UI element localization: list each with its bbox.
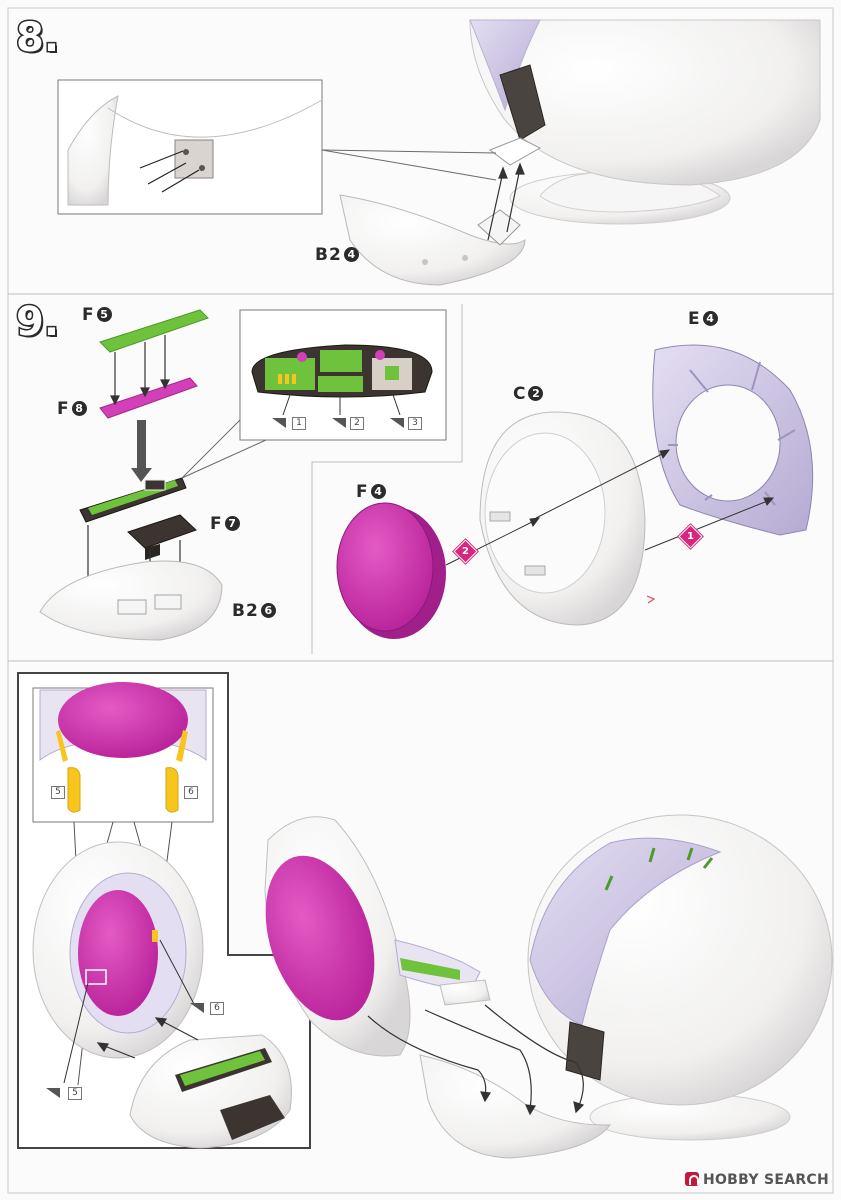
step10-left-console	[129, 1034, 292, 1149]
separator-step9-split	[311, 304, 463, 654]
part-e4-frame	[652, 344, 814, 536]
step10-decal-pointers	[46, 939, 204, 1098]
part-f5-plate	[99, 309, 209, 353]
step8-mount-bracket	[488, 64, 546, 166]
page-border	[7, 7, 834, 1194]
part-f4-disc	[336, 502, 446, 639]
step8-detail-callout	[57, 79, 497, 215]
decal-number-2: 2	[350, 417, 364, 430]
part-b26-shell	[39, 560, 223, 641]
decal-number-1: 1	[292, 417, 306, 430]
step10-middle-pod	[264, 816, 491, 1057]
step-number-9: 9.	[14, 299, 60, 345]
decal-number-5-inset: 5	[51, 786, 65, 799]
step9-big-arrow	[131, 420, 152, 482]
decal-number-6: 6	[210, 1002, 224, 1015]
hobby-search-logo-icon	[684, 1172, 699, 1186]
step8-lower-shell	[339, 194, 526, 286]
part-c2-ring	[479, 411, 646, 626]
step10-right-sphere	[527, 814, 833, 1141]
part-f8-plate	[99, 377, 198, 419]
decal-number-3: 3	[408, 417, 422, 430]
step9-decal-callout	[181, 309, 447, 479]
decal-number-5: 5	[68, 1087, 82, 1100]
step10-left-arrows	[96, 1017, 199, 1059]
step8-sphere	[469, 19, 821, 225]
step10-left-pod	[32, 841, 204, 1059]
assembled-console-panel	[79, 477, 187, 523]
decal-number-6-inset: 6	[184, 786, 198, 799]
step9-small-arrows	[110, 335, 170, 406]
part-f7-block	[127, 514, 197, 560]
step-number-8: 8.	[14, 15, 60, 61]
step10-lower-shell	[419, 1054, 612, 1159]
step8-assembly-arrows	[487, 162, 525, 241]
alignment-mark-c2	[646, 595, 656, 604]
step10-right-arrows	[367, 1004, 585, 1116]
hobby-search-watermark: HOBBY SEARCH	[684, 1172, 829, 1188]
step10-inset-pod	[39, 682, 207, 813]
